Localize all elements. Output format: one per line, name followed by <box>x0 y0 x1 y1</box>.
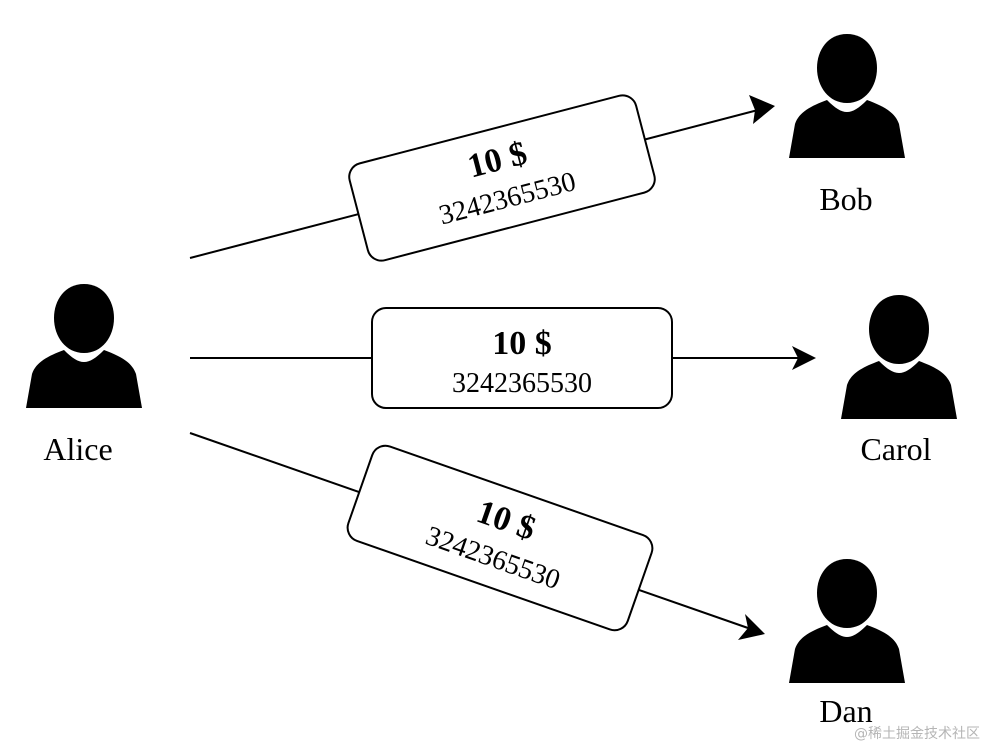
bob-label: Bob <box>819 181 872 217</box>
bob-person-icon <box>789 34 905 158</box>
transaction-id-carol: 3242365530 <box>452 368 592 399</box>
transaction-box-bob: 10 $ 3242365530 <box>348 94 656 262</box>
transaction-box-carol: 10 $ 3242365530 <box>371 307 673 409</box>
dan-label: Dan <box>819 693 872 729</box>
alice-label: Alice <box>43 431 112 467</box>
dan-person-icon <box>789 559 905 683</box>
arrowhead-icon <box>738 614 765 640</box>
alice-person-icon <box>26 284 142 408</box>
arrowhead-icon <box>749 95 775 124</box>
watermark-text: @稀土掘金技术社区 <box>854 726 980 742</box>
arrowhead-icon <box>792 346 816 370</box>
carol-label: Carol <box>860 431 931 467</box>
carol-person-icon <box>841 295 957 419</box>
transaction-amount-carol: 10 $ <box>492 325 552 362</box>
transaction-box-dan: 10 $ 3242365530 <box>346 444 654 632</box>
